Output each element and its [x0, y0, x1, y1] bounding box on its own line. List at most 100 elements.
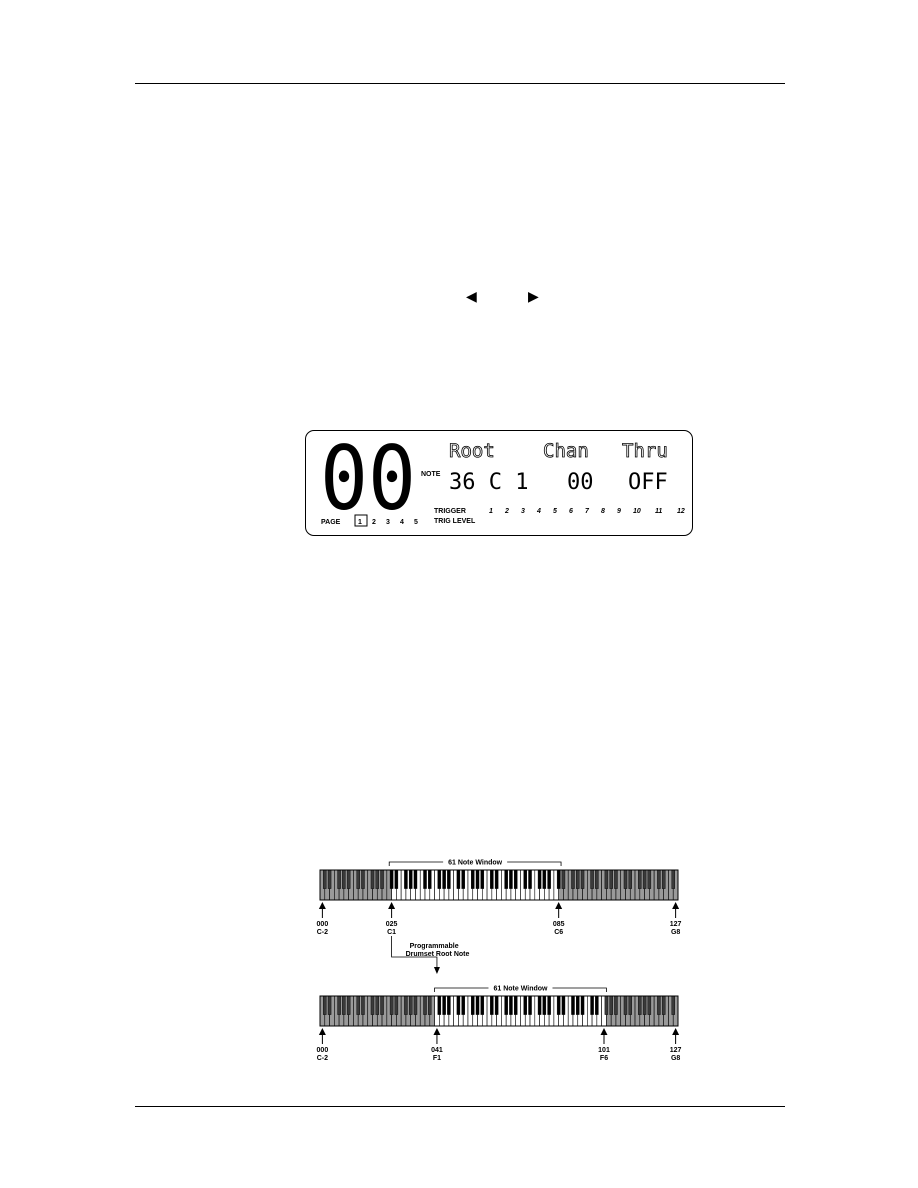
lcd-header-thru: Thru — [622, 440, 668, 462]
lcd-trigger-number: 1 — [489, 508, 493, 515]
black-key — [442, 995, 446, 1015]
black-key — [361, 995, 365, 1015]
window-label: 61 Note Window — [448, 860, 503, 867]
marker-arrow-icon — [600, 1028, 608, 1035]
black-key — [590, 995, 594, 1015]
black-key — [571, 869, 575, 889]
marker-number: 025 — [386, 921, 398, 928]
black-key — [576, 869, 580, 889]
marker-number: 127 — [670, 1047, 682, 1054]
black-key — [604, 869, 609, 889]
marker-arrow-icon — [318, 902, 326, 909]
black-key — [561, 869, 566, 889]
lcd-trigger-number: 5 — [553, 508, 557, 515]
black-key — [638, 995, 642, 1015]
black-key — [647, 995, 652, 1015]
marker-number: 101 — [598, 1047, 610, 1054]
black-key — [504, 869, 508, 889]
window-label: 61 Note Window — [493, 986, 548, 993]
black-key — [638, 869, 642, 889]
marker-number: 000 — [317, 1047, 329, 1054]
marker-number: 000 — [317, 921, 329, 928]
black-key — [327, 869, 332, 889]
black-key — [447, 869, 451, 889]
black-key — [576, 995, 580, 1015]
black-key — [513, 995, 518, 1015]
black-key — [571, 995, 575, 1015]
marker-note-name: C-2 — [317, 929, 328, 936]
black-key — [671, 869, 675, 889]
lcd-trigger-label: TRIGGER — [434, 508, 466, 515]
left-arrow-icon: ◀ — [466, 288, 477, 304]
lcd-page-label: PAGE — [321, 519, 341, 526]
lcd-value-chan: 00 — [567, 470, 594, 495]
black-key — [542, 869, 547, 889]
lcd-display: 00 NOTE Root Chan Thru 36 C 1 00 OFF TRI… — [305, 430, 693, 536]
callout-arrow-icon — [433, 967, 440, 974]
lcd-trigger-number: 3 — [521, 508, 525, 515]
black-key — [404, 995, 408, 1015]
black-key — [537, 995, 542, 1015]
lcd-page-selected-box — [354, 514, 368, 527]
marker-note-name: C1 — [387, 929, 396, 936]
black-key — [442, 869, 446, 889]
black-key — [537, 869, 542, 889]
black-key — [509, 869, 513, 889]
black-key — [490, 995, 494, 1015]
black-key — [370, 869, 375, 889]
marker-arrow-icon — [433, 1028, 441, 1035]
black-key — [609, 995, 613, 1015]
black-key — [547, 995, 551, 1015]
black-key — [661, 869, 666, 889]
black-key — [590, 869, 594, 889]
black-key — [380, 995, 384, 1015]
black-key — [490, 869, 494, 889]
black-key — [423, 869, 427, 889]
black-key — [523, 869, 527, 889]
black-key — [614, 995, 618, 1015]
marker-note-name: C-2 — [317, 1055, 328, 1062]
footer-rule — [135, 1106, 785, 1107]
marker-note-name: G8 — [671, 929, 680, 936]
black-key — [356, 995, 360, 1015]
black-key — [413, 869, 418, 889]
black-key — [342, 869, 346, 889]
black-key — [480, 869, 485, 889]
lcd-trigger-number: 6 — [569, 508, 573, 515]
right-arrow-icon: ▶ — [528, 288, 539, 304]
black-key — [595, 995, 599, 1015]
black-key — [413, 995, 418, 1015]
black-key — [447, 995, 451, 1015]
black-key — [323, 995, 327, 1015]
lcd-header-root: Root — [449, 440, 495, 462]
black-key — [480, 995, 485, 1015]
black-key — [623, 995, 628, 1015]
black-key — [423, 995, 427, 1015]
black-key — [509, 995, 513, 1015]
black-key — [628, 995, 632, 1015]
black-key — [494, 995, 499, 1015]
marker-arrow-icon — [388, 902, 396, 909]
black-key — [437, 869, 442, 889]
lcd-svg: 00 NOTE Root Chan Thru 36 C 1 00 OFF TRI… — [320, 431, 685, 530]
black-key — [404, 869, 408, 889]
lcd-page-number: 1 — [358, 519, 362, 526]
black-key — [614, 869, 618, 889]
black-key — [389, 869, 394, 889]
black-key — [370, 995, 375, 1015]
callout-line2: Drumset Root Note — [406, 951, 470, 958]
black-key — [657, 995, 661, 1015]
black-key — [513, 869, 518, 889]
lcd-note-label: NOTE — [421, 471, 441, 478]
black-key — [595, 869, 599, 889]
black-key — [528, 995, 532, 1015]
lcd-trigger-number: 11 — [655, 508, 662, 515]
black-key — [361, 869, 365, 889]
marker-note-name: F1 — [433, 1055, 441, 1062]
black-key — [461, 869, 465, 889]
marker-number: 127 — [670, 921, 682, 928]
lcd-page-number: 4 — [400, 519, 404, 526]
black-key — [671, 995, 675, 1015]
marker-number: 085 — [553, 921, 565, 928]
lcd-trigger-number: 12 — [677, 508, 685, 515]
